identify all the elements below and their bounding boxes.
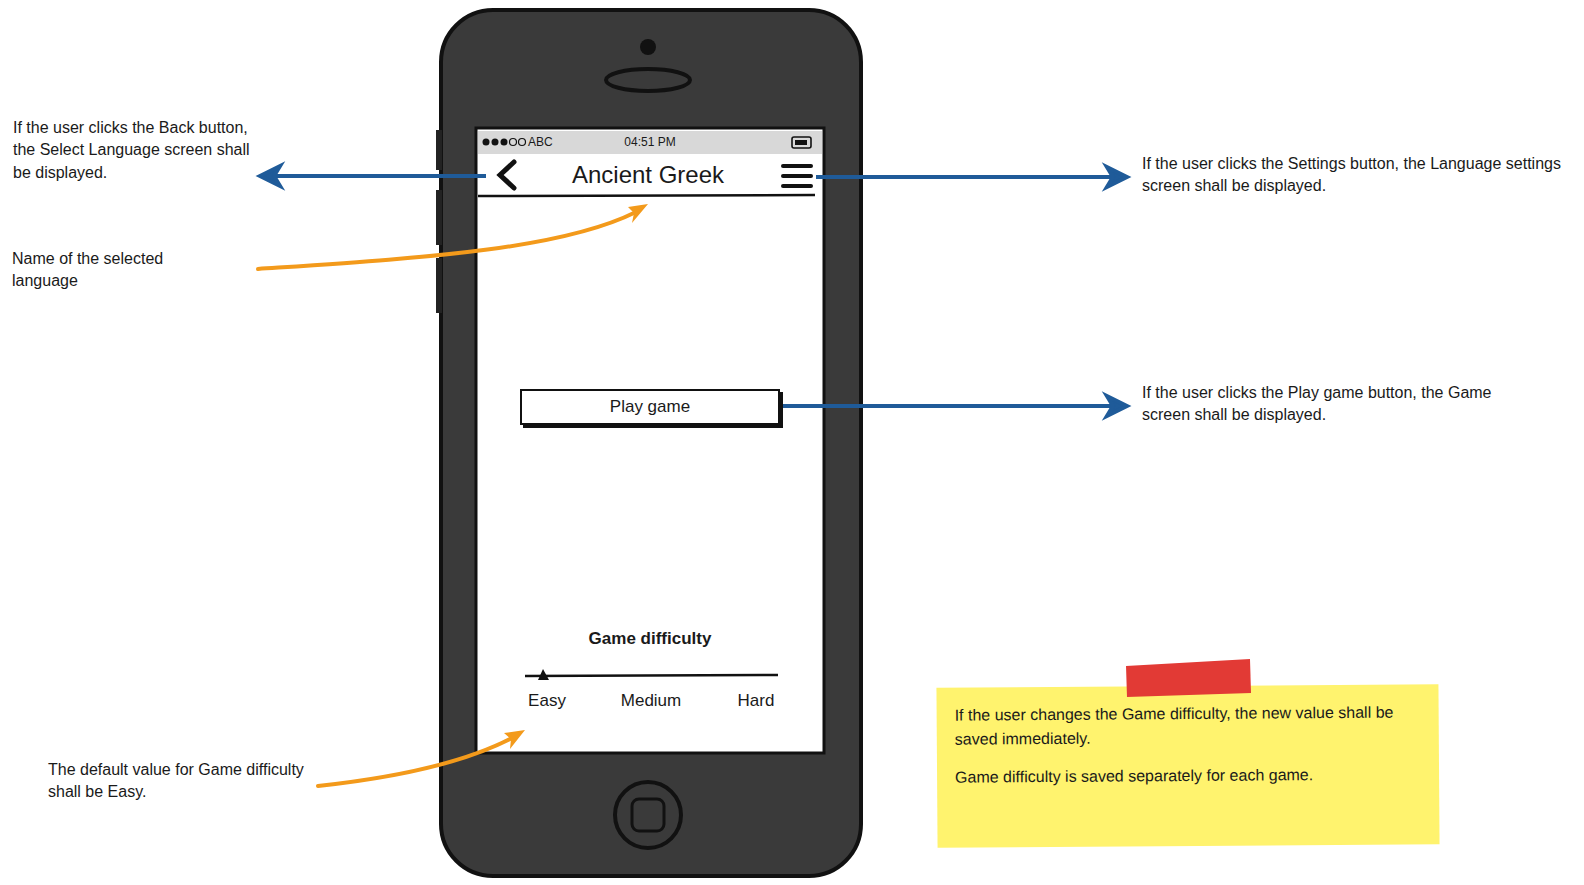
carrier-name: ABC (528, 134, 588, 151)
phone-side-button (436, 258, 442, 313)
arrow-head (260, 166, 280, 186)
signal-dot (501, 139, 508, 146)
arrow-head (1107, 167, 1127, 187)
battery-level (795, 140, 807, 145)
annotation: The default value for Game difficulty sh… (48, 759, 313, 804)
signal-dot (492, 139, 499, 146)
back-button (500, 162, 514, 188)
annotation: Name of the selected language (12, 248, 232, 293)
phone-speaker (606, 69, 690, 91)
signal-dots (483, 139, 526, 146)
leader-arrow (258, 212, 636, 269)
phone-screen (476, 128, 824, 753)
header-divider (478, 195, 815, 196)
leader-arrow (816, 175, 1116, 179)
slider-option: Easy (515, 689, 579, 713)
leader-arrow (270, 174, 486, 178)
slider-option: Hard (724, 689, 788, 713)
signal-dot (519, 139, 526, 146)
sticky-tape (1126, 659, 1251, 697)
sticky-note: If the user changes the Game difficulty,… (936, 684, 1439, 848)
arrow-head (504, 730, 525, 749)
phone-body (441, 10, 861, 876)
phone-side-button (436, 190, 442, 245)
status-time: 04:51 PM (610, 134, 690, 151)
annotation: If the user clicks the Settings button, … (1142, 153, 1572, 198)
menu-line (783, 164, 811, 168)
arrow-head (628, 204, 648, 223)
battery-icon (792, 137, 811, 148)
node-text: Play game (526, 397, 774, 417)
menu-line (783, 174, 811, 178)
leader-arrow (781, 404, 1116, 408)
annotation: If the user clicks the Back button, the … (13, 117, 258, 184)
home-button (615, 782, 681, 848)
slider-track (525, 675, 778, 676)
node-text: Game difficulty is saved separately for … (955, 762, 1421, 789)
section-heading: Game difficulty (550, 627, 750, 651)
screen-title: Ancient Greek (538, 158, 758, 192)
home-button-icon (632, 799, 664, 831)
phone-side-button (436, 130, 442, 170)
arrow-head (1107, 396, 1127, 416)
slider-thumb (538, 669, 549, 680)
button-box: Play game (520, 389, 780, 425)
menu-line (783, 184, 811, 188)
slider-option: Medium (606, 689, 696, 713)
signal-dot (510, 139, 517, 146)
signal-dot (483, 139, 490, 146)
phone-camera (640, 39, 656, 55)
leader-arrow (318, 738, 512, 786)
status-bar (478, 131, 822, 154)
annotation: If the user clicks the Play game button,… (1142, 382, 1532, 427)
node-text: If the user changes the Game difficulty,… (955, 700, 1421, 751)
settings-button (783, 166, 811, 186)
